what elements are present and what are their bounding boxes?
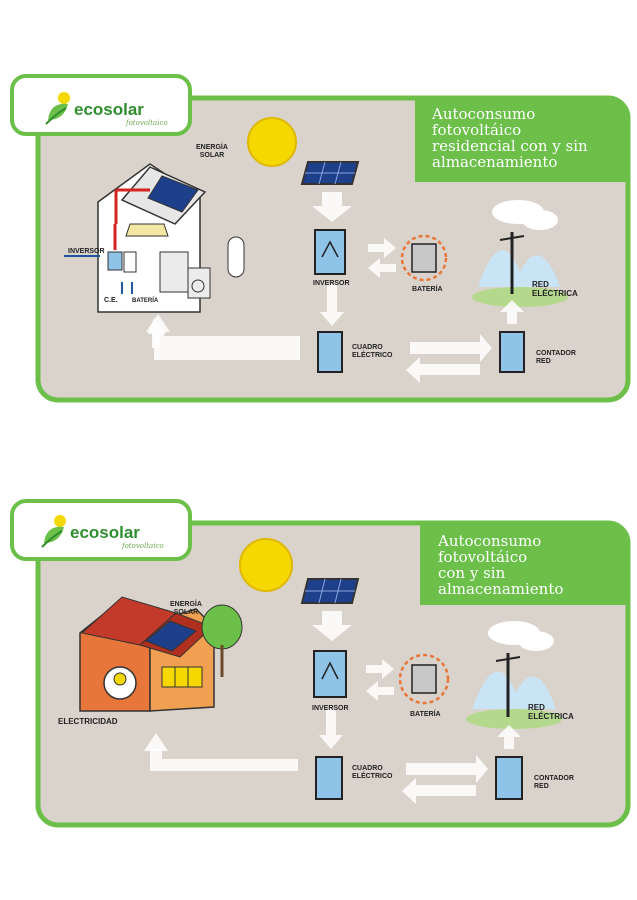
panel-artwork [10,74,631,403]
battery-icon [411,664,437,694]
label-red-electrica: RED ELÉCTRICA [528,703,574,721]
diagram-title: Autoconsumo fotovoltáico con y sin almac… [438,532,564,598]
panelboard-icon [317,331,343,373]
arrow-inverter-to-panelboard [320,284,344,326]
power-grid-icon [466,621,562,729]
arrow-battery-to-inverter [368,258,396,278]
leaf-logo-icon [45,92,70,125]
arrow-panelboard-to-house [148,318,300,360]
diagram-panel-commercial: ecosolar fotovoltaico Autoconsumo fotovo… [0,497,637,828]
arrow-inverter-to-battery [368,238,396,258]
meter-icon [499,331,525,373]
arrow-return-head [144,733,168,751]
label-red-electrica: RED ELÉCTRICA [532,280,578,298]
label-cuadro-electrico: CUADRO ELÉCTRICO [352,344,393,359]
panel-artwork [10,499,631,828]
sun-icon [247,117,297,167]
meter-icon [495,756,523,800]
label-electricidad: ELECTRICIDAD [58,717,118,726]
sun-icon [239,538,293,592]
label-inversor: INVERSOR [313,280,350,287]
building-illustration [79,596,243,712]
arrow-meter-to-grid [500,300,524,324]
inverter-icon [313,650,347,698]
arrow-meter-to-panelboard [402,778,476,804]
label-ce: C.E. [104,297,118,304]
battery-ring [398,653,450,705]
label-energia-solar: ENERGÍA SOLAR [170,601,202,616]
logo-tagline: fotovoltaico [122,542,164,550]
label-inversor: INVERSOR [312,705,349,712]
label-contador-red: CONTADOR RED [536,350,576,365]
diagram-title: Autoconsumo fotovoltáico residencial con… [432,105,588,171]
panelboard-icon [315,756,343,800]
title-block [420,525,628,605]
arrow-return-body [152,330,300,348]
label-bateria: BATERÍA [410,711,441,718]
arrow-meter-to-panelboard [406,357,480,383]
arrow-panel-to-inverter [312,192,352,222]
arrow-inverter-to-battery [366,659,394,679]
arrow-return-head [146,314,170,332]
solar-panel-icon [300,578,360,604]
label-bateria-house: BATERÍA [132,298,159,304]
label-energia-solar: ENERGÍA SOLAR [196,144,228,159]
arrow-meter-to-grid [497,725,521,749]
arrow-inverter-to-panelboard [319,709,343,749]
logo-tagline: fotovoltaico [126,119,168,127]
title-block [415,100,628,182]
battery-icon [411,243,437,273]
solar-panel-icon [300,161,360,185]
diagram-panel-residential: ecosolar fotovoltaico Autoconsumo fotovo… [0,72,637,403]
arrow-panelboard-to-meter [410,334,492,362]
logo-brand: ecosolar [74,100,144,119]
house-illustration [64,163,245,313]
leaf-logo-icon [41,515,66,548]
arrow-panel-to-inverter [312,611,352,641]
arrow-return-body [150,749,298,771]
logo-box [10,74,192,136]
inverter-icon [314,229,346,275]
label-cuadro-electrico: CUADRO ELÉCTRICO [352,765,393,780]
label-bateria: BATERÍA [412,286,443,293]
arrow-battery-to-inverter [366,681,394,701]
arrow-panelboard-to-meter [406,755,488,783]
battery-ring [400,234,448,282]
label-contador-red: CONTADOR RED [534,775,574,790]
logo-brand: ecosolar [70,523,140,542]
power-grid-icon [472,200,568,307]
logo-box [10,499,192,561]
label-inversor-house: INVERSOR [68,248,105,255]
